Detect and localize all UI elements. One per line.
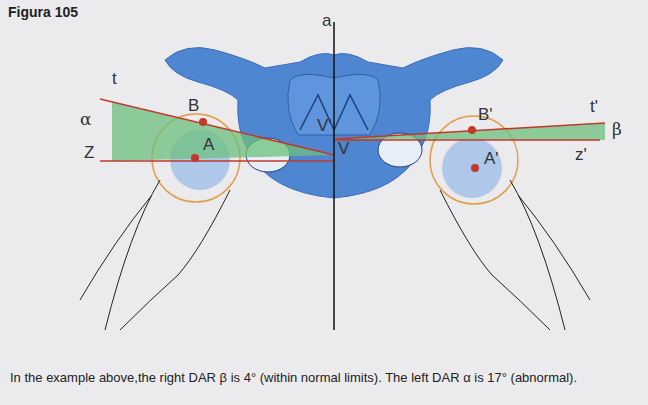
point-label: B [188,97,199,115]
point-label: A [203,136,214,154]
line-label: t' [590,98,598,116]
figure-caption: In the example above,the right DAR β is … [10,370,640,385]
point-label: V' [317,117,332,135]
line-label: z' [575,146,587,164]
line-label: Z [84,144,94,162]
line-label: t [112,70,117,88]
angle-label: α [80,110,91,128]
point-label: V [338,140,349,158]
figure-title: Figura 105 [8,4,78,20]
point-label: A' [484,150,499,168]
point-label: B' [478,106,493,124]
axis-label: a [322,12,331,30]
angle-label: β [612,120,622,138]
